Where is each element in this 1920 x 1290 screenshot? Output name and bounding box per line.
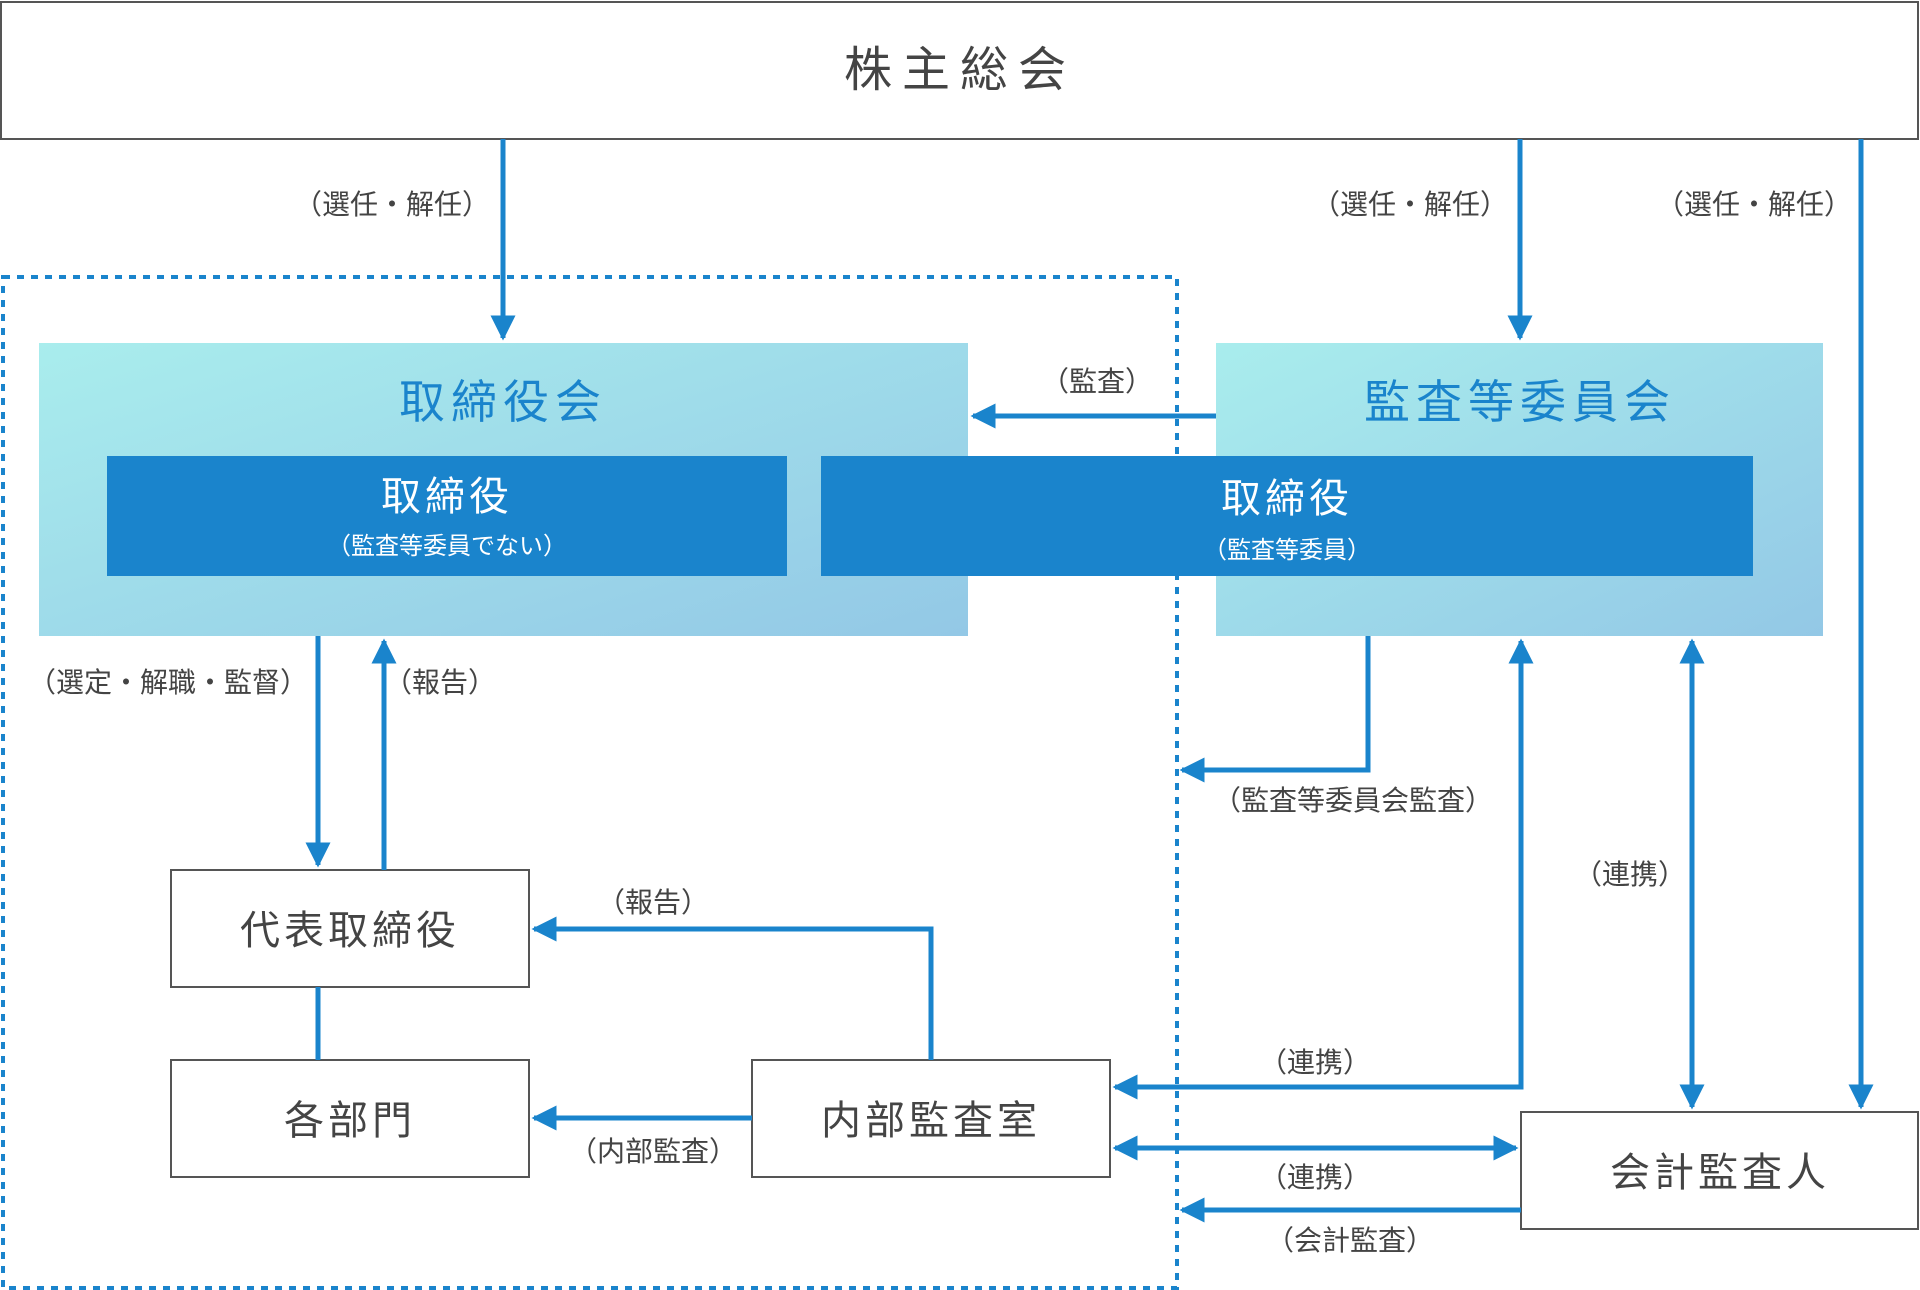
director-ac-sublabel: （監査等委員） (1203, 536, 1371, 564)
label-elect-board: （選任・解任） (294, 188, 490, 221)
director-non-ac-sublabel: （監査等委員でない） (327, 532, 567, 560)
director-ac-label: 取締役 (1221, 476, 1353, 522)
label-report-ia-to-rep: （報告） (597, 886, 709, 919)
label-elect-ac: （選任・解任） (1312, 188, 1508, 221)
board-boundary-dashed (1, 275, 1179, 1290)
label-elect-auditor: （選任・解任） (1656, 188, 1852, 221)
audit-committee-title: 監査等委員会 (1364, 375, 1676, 429)
director-non-ac-box (107, 456, 787, 576)
label-select-rep: （選定・解職・監督） (28, 666, 308, 699)
shareholders-box (0, 1, 1919, 140)
label-coop-ac-auditor: （連携） (1574, 858, 1686, 891)
arrow-report-ia-to-rep (531, 916, 934, 1060)
label-ac-audit: （監査等委員会監査） (1213, 784, 1493, 817)
arrow-ac-audit (1179, 636, 1371, 783)
director-ac-box (821, 456, 1753, 576)
label-report-rep-to-board: （報告） (384, 666, 496, 699)
departments-label: 各部門 (284, 1098, 416, 1144)
label-internal-audit: （内部監査） (569, 1135, 737, 1168)
representative-box (170, 869, 530, 988)
internal-audit-label: 内部監査室 (821, 1098, 1041, 1144)
director-non-ac-label: 取締役 (381, 474, 513, 520)
arrow-coop-ac-ia (1112, 638, 1534, 1100)
board-title: 取締役会 (399, 375, 607, 429)
shareholders-label: 株主総会 (844, 42, 1076, 98)
representative-label: 代表取締役 (240, 908, 460, 954)
label-audit-to-board: （監査） (1041, 365, 1153, 398)
label-coop-ia-auditor: （連携） (1259, 1161, 1371, 1194)
label-coop-ac-ia: （連携） (1259, 1046, 1371, 1079)
accounting-auditor-label: 会計監査人 (1610, 1150, 1830, 1196)
accounting-auditor-box (1520, 1111, 1919, 1230)
departments-box (170, 1059, 530, 1178)
label-accounting-audit: （会計監査） (1266, 1224, 1434, 1257)
